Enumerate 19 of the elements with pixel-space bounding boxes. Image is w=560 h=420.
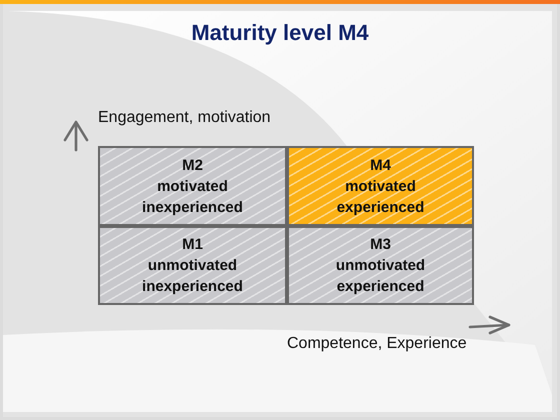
cell-text: unmotivated: [148, 256, 238, 276]
cell-text: motivated: [345, 176, 416, 196]
quadrant-cell: [287, 146, 474, 226]
axis-label: Engagement, motivation: [98, 108, 271, 128]
cell-text: motivated: [157, 176, 228, 196]
cell-heading: M1: [182, 235, 203, 255]
title: Maturity level M4: [190, 19, 370, 47]
cell-text: unmotivated: [336, 256, 426, 276]
cell-text: inexperienced: [142, 277, 243, 297]
cell-heading: M3: [370, 235, 391, 255]
quadrant-cell: [98, 226, 287, 305]
quadrant-cell: [287, 226, 474, 305]
cell-text: experienced: [336, 277, 424, 297]
quadrant-cell: [98, 146, 287, 226]
cell-heading: M2: [182, 156, 203, 176]
axis-label: Competence, Experience: [287, 334, 467, 354]
cell-text: inexperienced: [142, 198, 243, 218]
cell-heading: M4: [370, 156, 391, 176]
cell-text: experienced: [336, 198, 424, 218]
